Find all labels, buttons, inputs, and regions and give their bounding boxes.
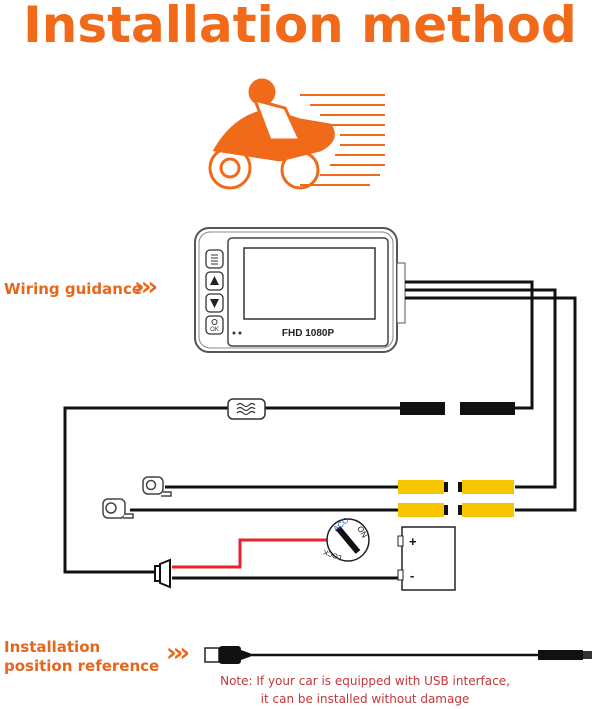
position-label-line1: Installation — [4, 638, 101, 656]
power-wire — [172, 538, 330, 569]
battery-plus: + — [409, 534, 417, 549]
battery-icon: + - — [397, 526, 456, 591]
wires — [63, 280, 577, 580]
dashcam-device: OK FHD 1080P — [194, 227, 406, 353]
yellow-connectors — [398, 480, 514, 517]
up-arrow-icon — [210, 276, 219, 285]
note-line1: Note: If your car is equipped with USB i… — [220, 674, 510, 688]
ok-label: OK — [210, 327, 219, 333]
menu-icon — [211, 254, 218, 265]
key-switch-icon: ACC ON LOCK — [322, 516, 370, 562]
position-label-line2: position reference — [4, 657, 160, 675]
position-arrows: ››› — [166, 638, 190, 668]
wiring-guidance-label: Wiring guidance — [4, 280, 143, 298]
device-model-label: FHD 1080P — [282, 328, 335, 339]
filter-icon — [227, 398, 266, 420]
black-connectors — [400, 402, 515, 415]
motorcycle-illustration — [208, 78, 385, 190]
battery-minus: - — [410, 568, 414, 583]
camera-icon — [142, 476, 172, 497]
menu-button — [205, 249, 224, 269]
page-title: Installation method — [23, 0, 577, 54]
installation-position-label: Installation position reference — [4, 638, 159, 676]
down-arrow-icon — [210, 299, 219, 308]
usb-cable-icon — [204, 646, 592, 664]
camera-icon — [102, 498, 134, 519]
power-icon — [211, 319, 218, 325]
note-line2: it can be installed without damage — [260, 692, 470, 706]
wiring-arrows: ››› — [134, 272, 158, 302]
horn-icon — [154, 558, 171, 589]
